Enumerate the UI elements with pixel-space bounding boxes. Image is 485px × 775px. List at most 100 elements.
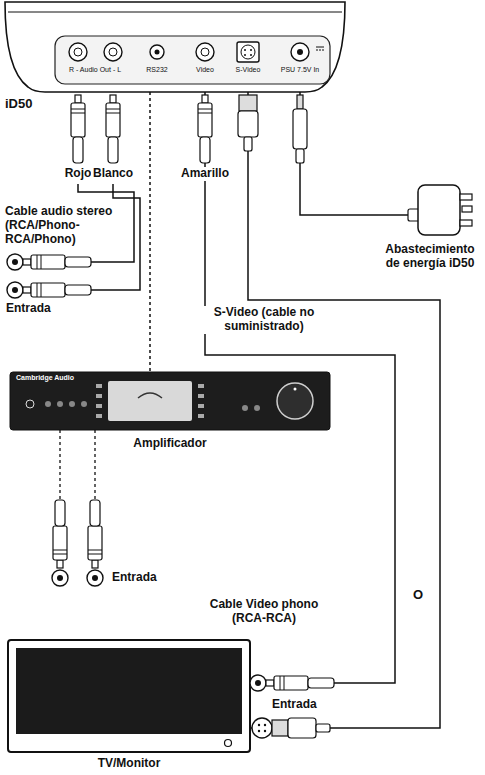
drawing-part: [150, 45, 164, 59]
drawing-part: [45, 401, 51, 407]
drawing-part: [244, 49, 246, 51]
drawing-part: [460, 194, 472, 200]
device-housing: iD50R - Audio Out - LRS232VideoS-VideoPS…: [5, 2, 345, 92]
drawing-part: [96, 394, 102, 398]
drawing-part: [96, 384, 102, 388]
tv-monitor: TV/Monitor: [8, 640, 250, 752]
drawing-part: [244, 54, 246, 56]
drawing-part: [94, 430, 95, 500]
drawing-part: [255, 680, 261, 686]
drawing-part: [87, 570, 103, 586]
drawing-part: [272, 720, 288, 736]
drawing-part: [294, 388, 297, 391]
drawing-part: [74, 48, 82, 56]
port-label: R - Audio Out - L: [69, 66, 121, 74]
drawing-part: [198, 384, 204, 388]
device-label: TV/Monitor: [98, 757, 161, 771]
drawing-part: [78, 184, 134, 262]
drawing-part: [277, 383, 313, 419]
drawing-part: [16, 648, 242, 734]
device-label: Abastecimiento de energía iD50: [378, 243, 482, 271]
tv-monitor: [8, 640, 250, 752]
drawing-part: [198, 404, 204, 408]
drawing-part: [297, 49, 303, 55]
drawing-part: [71, 95, 85, 163]
drawing-part: [12, 287, 18, 293]
port-label: PSU 7.5V In: [281, 66, 320, 74]
input-label: Entrada: [112, 571, 157, 585]
drawing-part: [12, 259, 18, 265]
drawing-part: [293, 109, 307, 149]
drawing-part: [109, 48, 117, 56]
drawing-part: [23, 255, 91, 269]
or-label: O: [411, 588, 425, 603]
drawing-part: [8, 12, 342, 13]
drawing-part: [96, 414, 102, 418]
brand-label: Cambridge Audio: [16, 374, 74, 382]
amplifier: Cambridge AudioAmplificador: [10, 372, 330, 430]
drawing-part: [244, 137, 252, 151]
drawing-part: [8, 640, 250, 752]
drawing-part: [7, 282, 23, 298]
drawing-part: [250, 49, 252, 51]
input-label: Entrada: [272, 698, 317, 712]
drawing-part: [242, 405, 248, 411]
drawing-part: [241, 45, 255, 59]
drawing-part: [88, 500, 102, 568]
drawing-part: [104, 43, 122, 61]
drawing-part: [252, 718, 272, 738]
drawing-part: [322, 50, 324, 51]
id50-housing: [5, 2, 345, 92]
port-label: Video: [196, 66, 214, 74]
drawing-part: [108, 381, 192, 421]
drawing-part: [81, 401, 87, 407]
device-label: Amplificador: [133, 437, 206, 451]
drawing-part: [297, 95, 303, 109]
amp-input-cable: [60, 430, 95, 500]
wire-color: Blanco: [91, 167, 135, 181]
drawing-part: [316, 47, 324, 48]
cable-label: Cable Video phono (RCA-RCA): [200, 598, 329, 626]
drawing-part: [155, 50, 160, 55]
cable: [149, 92, 151, 372]
drawing-part: [238, 111, 258, 137]
drawing-part: [69, 43, 87, 61]
port-label: RS232: [146, 66, 167, 74]
drawing-part: [91, 184, 140, 290]
drawing-part: [258, 730, 260, 732]
drawing-part: [250, 675, 266, 691]
tv-inputs: [250, 675, 334, 738]
drawing-part: [296, 149, 304, 163]
drawing-part: [250, 54, 252, 56]
left-inputs: [7, 254, 91, 298]
drawing-part: [59, 430, 60, 500]
drawing-part: [264, 724, 266, 726]
drawing-part: [55, 36, 330, 84]
drawing-part: [201, 48, 209, 56]
drawing-part: [96, 404, 102, 408]
drawing-part: [258, 724, 260, 726]
audio-cable: [78, 184, 140, 290]
drawing-part: [7, 254, 23, 270]
s-video-plug: [238, 95, 258, 151]
drawing-part: [237, 42, 259, 62]
input-label: Entrada: [6, 302, 51, 316]
power-plug: [293, 95, 307, 163]
drawing-part: [10, 372, 330, 430]
drawing-part: [239, 95, 257, 111]
drawing-part: [225, 740, 232, 747]
cable-label: Cable audio stereo (RCA/Phono-RCA/Phono): [5, 205, 127, 246]
drawing-part: [106, 95, 120, 163]
drawing-part: [266, 676, 334, 690]
drawing-part: [264, 730, 266, 732]
drawing-part: [288, 718, 316, 738]
wire-color: Amarillo: [179, 167, 231, 181]
drawing-part: [23, 283, 91, 297]
drawing-part: [53, 500, 67, 568]
drawing-part: [198, 394, 204, 398]
drawing-part: [57, 401, 63, 407]
amplifier-body: [10, 372, 330, 430]
drawing-part: [291, 43, 309, 61]
